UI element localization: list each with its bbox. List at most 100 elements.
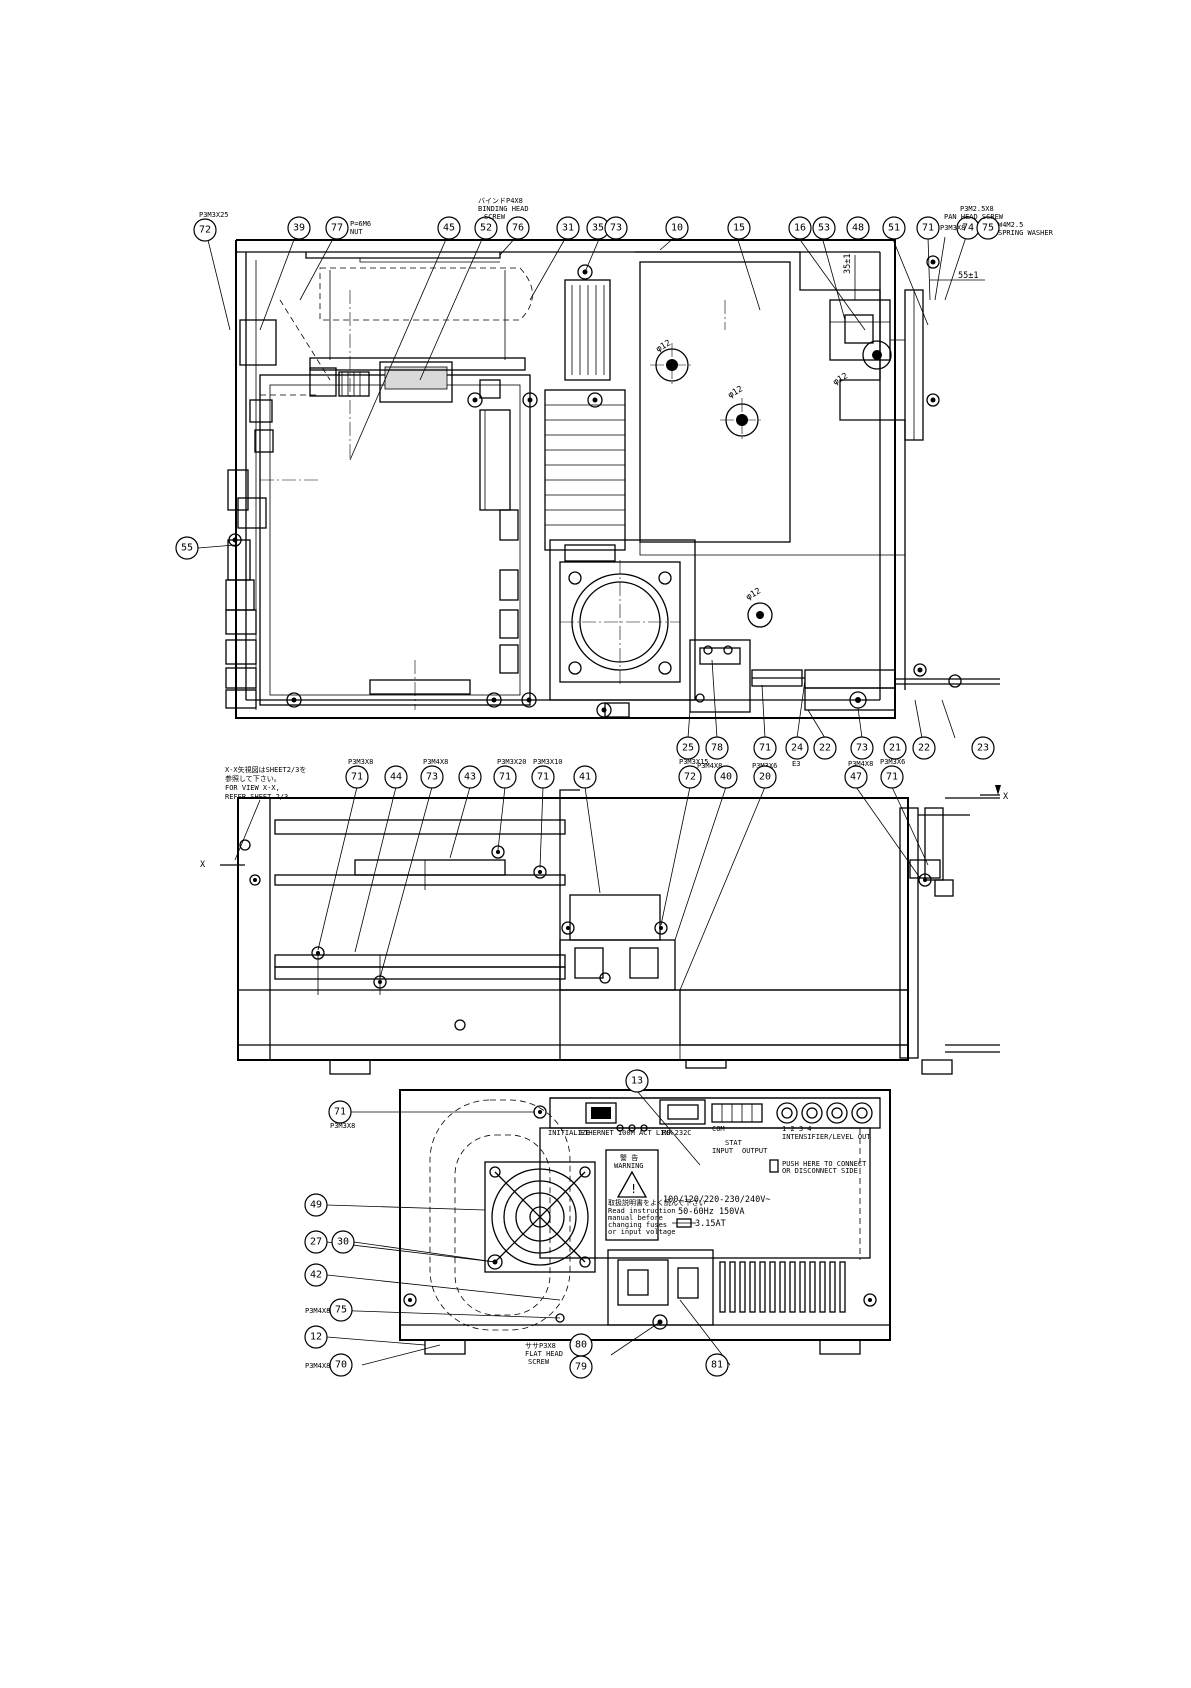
heatsink — [544, 279, 626, 551]
svg-text:81: 81 — [711, 1360, 723, 1371]
balloon-f40: 40 — [714, 765, 738, 789]
balloon-52: 52 — [474, 216, 498, 240]
svg-text:71: 71 — [922, 223, 934, 234]
svg-text:77: 77 — [331, 223, 343, 234]
svg-text:E3: E3 — [792, 760, 800, 768]
svg-text:バインドP4X8: バインドP4X8 — [478, 197, 523, 205]
svg-text:49: 49 — [310, 1200, 322, 1211]
svg-text:OUTPUT: OUTPUT — [742, 1147, 768, 1155]
balloon-22b: 22 — [912, 736, 936, 760]
balloon-25: 25 — [676, 736, 700, 760]
svg-text:22: 22 — [819, 743, 831, 754]
svg-text:!: ! — [630, 1182, 637, 1196]
svg-text:P3M3X15: P3M3X15 — [679, 758, 709, 766]
svg-text:47: 47 — [850, 772, 862, 783]
front-view-balloons: 71 44 73 43 71 71 41 72 40 20 47 71 — [345, 765, 904, 789]
balloon-76: 76 — [506, 216, 530, 240]
balloon-f43: 43 — [458, 765, 482, 789]
balloon-39: 39 — [287, 216, 311, 240]
svg-text:ササP3X8: ササP3X8 — [525, 1342, 556, 1350]
balloon-f47: 47 — [844, 765, 868, 789]
balloon-16: 16 — [788, 216, 812, 240]
balloon-78: 78 — [705, 736, 729, 760]
svg-text:警 告: 警 告 — [620, 1153, 638, 1162]
balloon-75: 75 — [976, 216, 1000, 240]
svg-text:71: 71 — [499, 772, 511, 783]
svg-text:13: 13 — [631, 1076, 643, 1087]
svg-text:FOR VIEW X-X,: FOR VIEW X-X, — [225, 784, 280, 792]
balloon-f72: 72 — [678, 765, 702, 789]
balloon-f20: 20 — [753, 765, 777, 789]
svg-text:SPRING WASHER: SPRING WASHER — [998, 229, 1054, 237]
balloon-f71a: 71 — [345, 765, 369, 789]
svg-text:30: 30 — [337, 1237, 349, 1248]
rear-vents — [719, 1261, 846, 1313]
svg-text:78: 78 — [711, 743, 723, 754]
svg-text:取扱説明書をよく読んで下さい: 取扱説明書をよく読んで下さい — [608, 1198, 706, 1207]
svg-text:79: 79 — [575, 1362, 587, 1373]
svg-text:NUT: NUT — [350, 228, 363, 236]
svg-text:PAN HEAD SCREW: PAN HEAD SCREW — [944, 213, 1004, 221]
rear-view: ! — [326, 1089, 891, 1366]
svg-text:P3M3X25: P3M3X25 — [199, 211, 229, 219]
svg-text:P3M4X8: P3M4X8 — [423, 758, 448, 766]
svg-text:P=6M6: P=6M6 — [350, 220, 371, 228]
balloon-45: 45 — [437, 216, 461, 240]
balloon-21: 21 — [883, 736, 907, 760]
svg-text:35: 35 — [592, 223, 604, 234]
balloon-r81: 81 — [705, 1353, 729, 1377]
svg-text:P3M4X8: P3M4X8 — [305, 1307, 330, 1315]
balloon-74: 74 — [956, 216, 980, 240]
top-view-balloons: 72 39 77 45 52 76 31 35 73 10 15 16 53 4… — [175, 216, 1000, 760]
svg-text:15: 15 — [733, 223, 745, 234]
balloon-15: 15 — [727, 216, 751, 240]
svg-text:X: X — [200, 860, 206, 870]
svg-text:X: X — [1003, 792, 1009, 802]
svg-text:71: 71 — [351, 772, 363, 783]
balloon-24: 24 — [785, 736, 809, 760]
top-view-leaders — [197, 236, 967, 739]
svg-text:RS-232C: RS-232C — [662, 1129, 692, 1137]
svg-text:P3M3X8: P3M3X8 — [330, 1122, 355, 1130]
balloon-31: 31 — [556, 216, 580, 240]
svg-text:74: 74 — [962, 223, 974, 234]
balloon-r12: 12 — [304, 1325, 328, 1349]
front-view — [220, 785, 1001, 1075]
balloon-f71c: 71 — [531, 765, 555, 789]
balloon-r49: 49 — [304, 1193, 328, 1217]
ac-inlet — [607, 1249, 714, 1330]
svg-text:48: 48 — [852, 223, 864, 234]
svg-text:80: 80 — [575, 1340, 587, 1351]
svg-text:SCREW: SCREW — [484, 213, 506, 221]
svg-text:40: 40 — [720, 772, 732, 783]
svg-text:35±1: 35±1 — [843, 254, 853, 274]
svg-text:73: 73 — [610, 223, 622, 234]
svg-text:REFER SHEET 2/3.: REFER SHEET 2/3. — [225, 793, 292, 801]
balloon-r79: 79 — [569, 1355, 593, 1379]
balloon-r42: 42 — [304, 1263, 328, 1287]
svg-text:INITIALIZE: INITIALIZE — [548, 1129, 590, 1137]
svg-text:71: 71 — [886, 772, 898, 783]
svg-text:manual before: manual before — [608, 1214, 663, 1222]
svg-text:75: 75 — [982, 223, 994, 234]
svg-text:changing fuses: changing fuses — [608, 1221, 667, 1229]
rear-view-notes: P3M3X8 P3M4X8 P3M4X8 ササP3X8 FLAT HEAD SC… — [305, 1122, 563, 1370]
front-view-notes: X-X矢視図はSHEET2/3を 参照して下さい。 FOR VIEW X-X, … — [200, 758, 1009, 870]
svg-text:72: 72 — [199, 225, 211, 236]
svg-text:22: 22 — [918, 743, 930, 754]
balloon-53: 53 — [812, 216, 836, 240]
svg-text:23: 23 — [977, 743, 989, 754]
balloon-f73: 73 — [420, 765, 444, 789]
svg-text:55: 55 — [181, 543, 193, 554]
svg-text:BINDING HEAD: BINDING HEAD — [478, 205, 529, 213]
balloon-48: 48 — [846, 216, 870, 240]
svg-text:12: 12 — [310, 1332, 322, 1343]
svg-text:42: 42 — [310, 1270, 322, 1281]
balloon-r27: 27 — [304, 1230, 328, 1254]
svg-text:100/120/220-230/240V~: 100/120/220-230/240V~ — [663, 1195, 770, 1205]
svg-text:3.15AT: 3.15AT — [695, 1219, 726, 1229]
balloon-73b: 73 — [850, 736, 874, 760]
balloon-r75: 75 — [329, 1298, 353, 1322]
svg-text:71: 71 — [759, 743, 771, 754]
